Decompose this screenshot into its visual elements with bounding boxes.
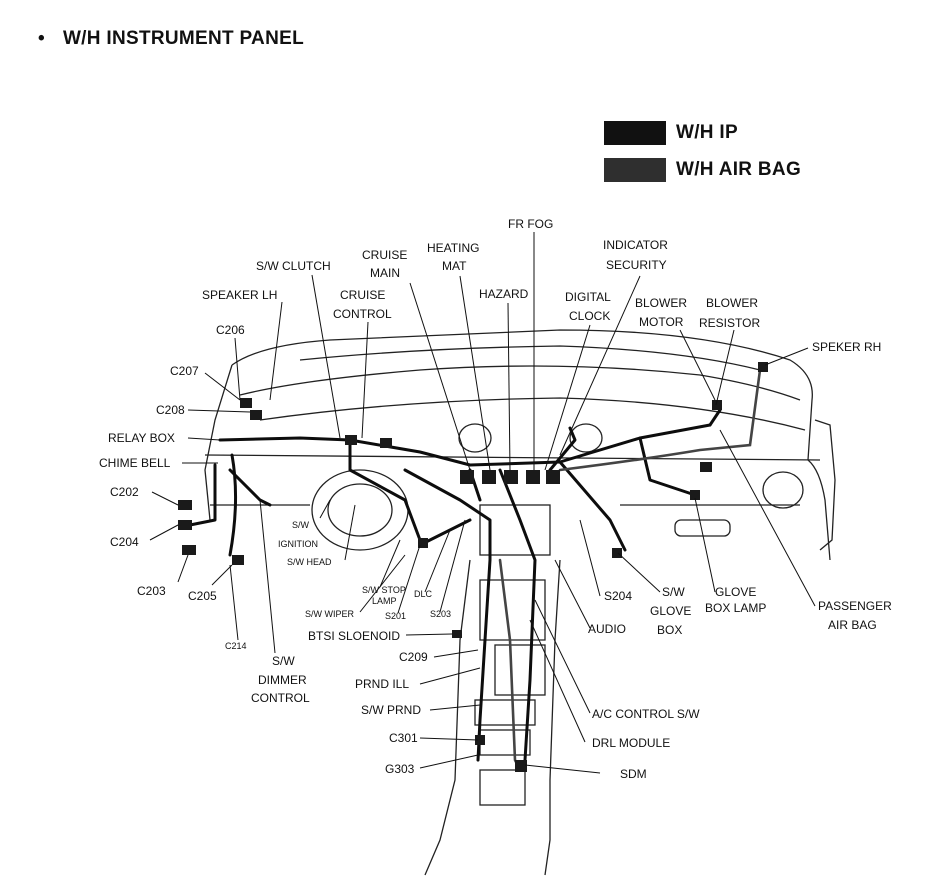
label-glove-box-lamp-2: BOX LAMP bbox=[705, 601, 766, 615]
label-sw-ignition-2: IGNITION bbox=[278, 539, 318, 549]
label-c206: C206 bbox=[216, 323, 245, 337]
legend-swatch-wh-air-bag bbox=[604, 158, 666, 182]
label-passenger-air-bag-2: AIR BAG bbox=[828, 618, 877, 632]
label-c205: C205 bbox=[188, 589, 217, 603]
label-chime-bell: CHIME BELL bbox=[99, 456, 171, 470]
label-sw-stop-lamp-2: LAMP bbox=[372, 596, 397, 606]
label-speaker-lh: SPEAKER LH bbox=[202, 288, 277, 302]
label-cruise-main-1: CRUISE bbox=[362, 248, 407, 262]
label-sw-dimmer-2: DIMMER bbox=[258, 673, 307, 687]
page-title: • W/H INSTRUMENT PANEL bbox=[38, 28, 304, 50]
label-c208: C208 bbox=[156, 403, 185, 417]
label-sw-wiper: S/W WIPER bbox=[305, 609, 354, 619]
label-hazard: HAZARD bbox=[479, 287, 529, 301]
label-g303: G303 bbox=[385, 762, 415, 776]
label-c301: C301 bbox=[389, 731, 418, 745]
dashboard-body bbox=[204, 329, 836, 876]
part-labels: FR FOG HEATING MAT INDICATOR SECURITY CR… bbox=[99, 217, 892, 781]
legend-swatch-wh-ip bbox=[604, 121, 666, 145]
label-c209: C209 bbox=[399, 650, 428, 664]
label-relay-box: RELAY BOX bbox=[108, 431, 175, 445]
label-s203: S203 bbox=[430, 609, 451, 619]
connectors bbox=[178, 362, 768, 772]
label-sw-dimmer-3: CONTROL bbox=[251, 691, 310, 705]
label-sw-head: S/W HEAD bbox=[287, 557, 332, 567]
label-sw-dimmer-1: S/W bbox=[272, 654, 295, 668]
title-text: W/H INSTRUMENT PANEL bbox=[62, 28, 304, 49]
label-heating-mat-1: HEATING bbox=[427, 241, 479, 255]
label-ac-control-sw: A/C CONTROL S/W bbox=[592, 707, 700, 721]
label-security: SECURITY bbox=[606, 258, 667, 272]
label-fr-fog: FR FOG bbox=[508, 217, 553, 231]
label-sw-stop-lamp-1: S/W STOP bbox=[362, 585, 406, 595]
label-speker-rh: SPEKER RH bbox=[812, 340, 881, 354]
label-c204: C204 bbox=[110, 535, 139, 549]
label-blower-motor-1: BLOWER bbox=[635, 296, 687, 310]
label-blower-resistor-2: RESISTOR bbox=[699, 316, 760, 330]
label-indicator: INDICATOR bbox=[603, 238, 668, 252]
label-s204: S204 bbox=[604, 589, 632, 603]
label-passenger-air-bag-1: PASSENGER bbox=[818, 599, 892, 613]
label-heating-mat-2: MAT bbox=[442, 259, 467, 273]
legend-item-wh-air-bag: W/H AIR BAG bbox=[604, 157, 801, 183]
label-sw-glove-box-2: GLOVE bbox=[650, 604, 691, 618]
label-audio: AUDIO bbox=[588, 622, 626, 636]
label-blower-motor-2: MOTOR bbox=[639, 315, 684, 329]
legend-item-wh-ip: W/H IP bbox=[604, 120, 738, 146]
label-cruise-control-2: CONTROL bbox=[333, 307, 392, 321]
label-glove-box-lamp-1: GLOVE bbox=[715, 585, 756, 599]
label-cruise-control-1: CRUISE bbox=[340, 288, 385, 302]
label-s201: S201 bbox=[385, 611, 406, 621]
label-prnd-ill: PRND ILL bbox=[355, 677, 409, 691]
harness-wh-ip bbox=[188, 408, 722, 762]
label-sw-glove-box-3: BOX bbox=[657, 623, 682, 637]
label-c203: C203 bbox=[137, 584, 166, 598]
label-sdm: SDM bbox=[620, 767, 647, 781]
leader-lines bbox=[149, 232, 816, 774]
label-c214: C214 bbox=[225, 641, 247, 651]
legend-label-wh-air-bag: W/H AIR BAG bbox=[676, 159, 802, 180]
title-bullet: • bbox=[38, 28, 45, 49]
label-sw-clutch: S/W CLUTCH bbox=[256, 259, 331, 273]
label-sw-ignition-1: S/W bbox=[292, 520, 310, 530]
label-blower-resistor-1: BLOWER bbox=[706, 296, 758, 310]
label-dlc: DLC bbox=[414, 589, 433, 599]
label-c202: C202 bbox=[110, 485, 139, 499]
label-digital-clock-2: CLOCK bbox=[569, 309, 610, 323]
label-cruise-main-2: MAIN bbox=[370, 266, 400, 280]
label-drl-module: DRL MODULE bbox=[592, 736, 670, 750]
label-sw-glove-box-1: S/W bbox=[662, 585, 685, 599]
label-bts-solenoid: BTSI SLOENOID bbox=[308, 629, 400, 643]
label-digital-clock-1: DIGITAL bbox=[565, 290, 611, 304]
legend-label-wh-ip: W/H IP bbox=[676, 122, 738, 143]
label-sw-prnd: S/W PRND bbox=[361, 703, 421, 717]
label-c207: C207 bbox=[170, 364, 199, 378]
